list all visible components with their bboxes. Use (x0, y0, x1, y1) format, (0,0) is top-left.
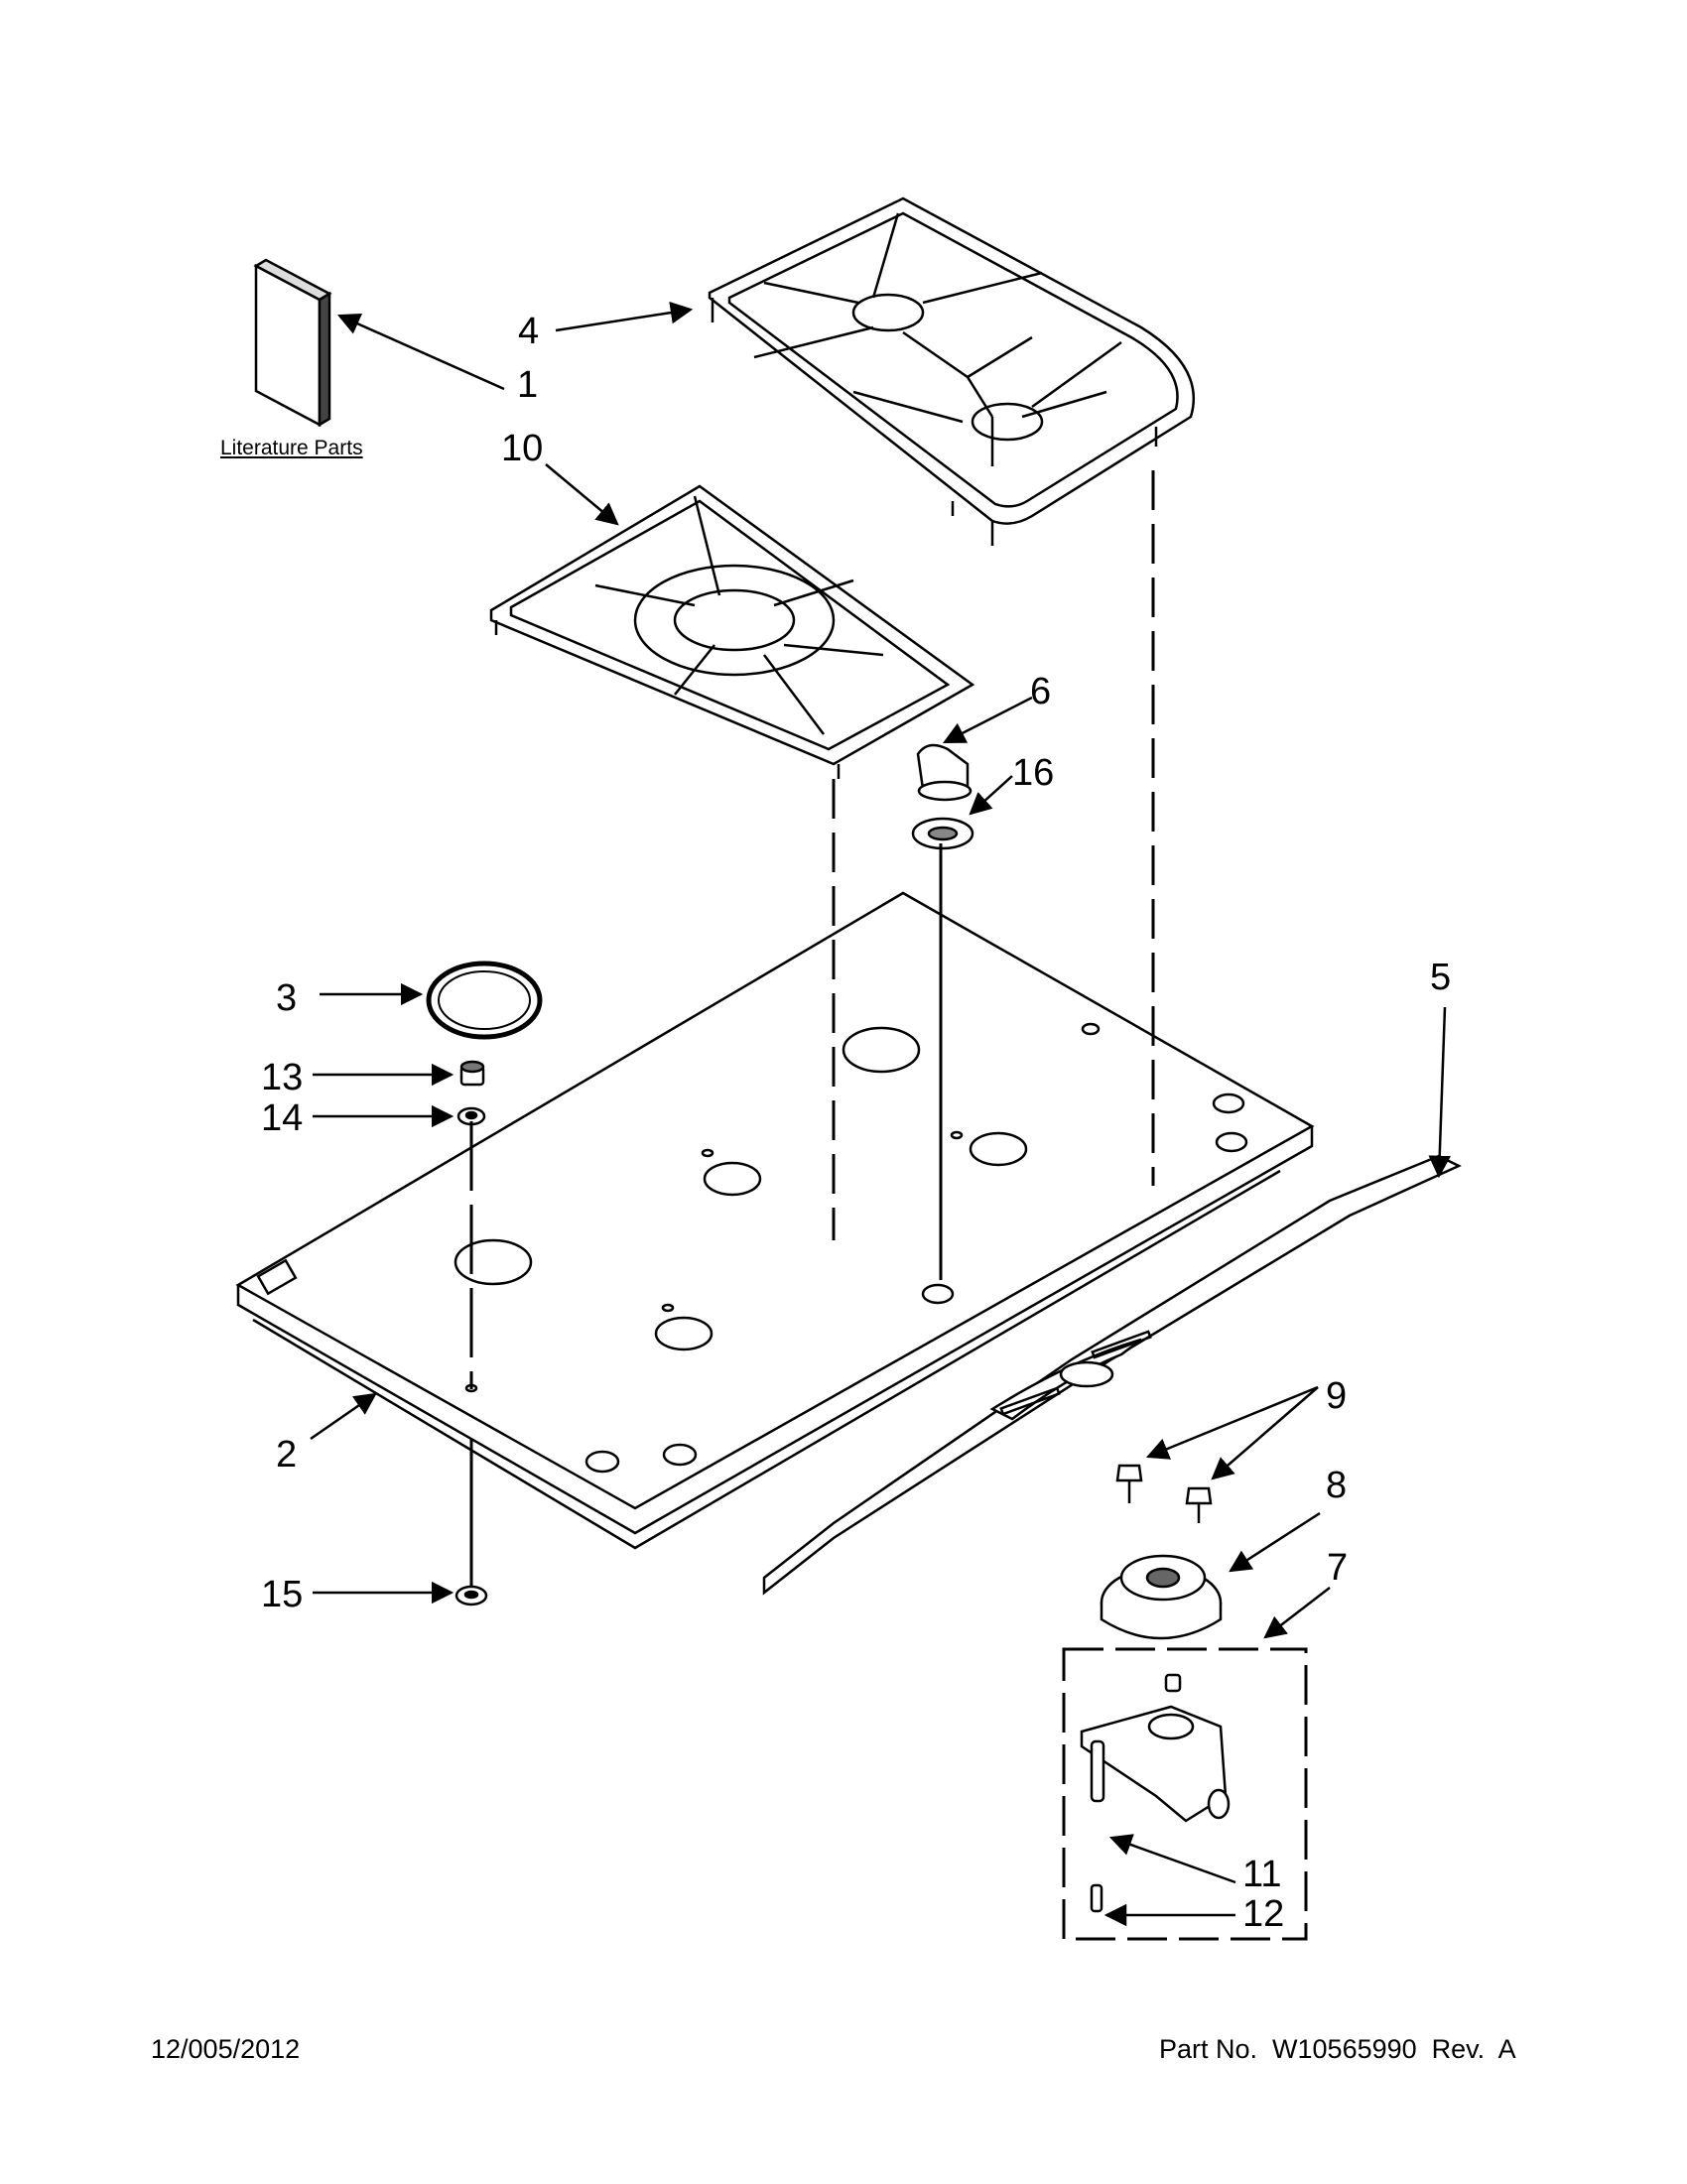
callout-7: 7 (1327, 1547, 1349, 1589)
callout-5: 5 (1430, 957, 1452, 998)
callout-3: 3 (276, 977, 298, 1019)
screw-left (1115, 1464, 1143, 1503)
callout-9: 9 (1326, 1375, 1348, 1417)
large-grate (708, 196, 1196, 546)
washer-15 (454, 1585, 488, 1606)
callout-6: 6 (1030, 671, 1052, 712)
callout-12: 12 (1242, 1893, 1285, 1935)
small-grate (489, 484, 975, 779)
callout-4: 4 (518, 311, 540, 352)
trim-strip (762, 1154, 1462, 1596)
callout-14: 14 (261, 1097, 304, 1139)
glass-cooktop (235, 891, 1315, 1550)
literature-book (253, 258, 332, 428)
callout-1: 1 (517, 364, 539, 406)
callout-15: 15 (261, 1574, 304, 1615)
knob-bezel (911, 817, 974, 850)
callout-13: 13 (261, 1057, 304, 1098)
callout-16: 16 (1012, 752, 1055, 794)
footer-date: 12/005/2012 (151, 2034, 301, 2064)
callout-2: 2 (276, 1434, 298, 1476)
valve-body (1080, 1673, 1231, 1913)
callout-8: 8 (1326, 1465, 1348, 1506)
assembly-lines (469, 470, 1155, 1598)
valve-assembly-box (1062, 1647, 1308, 1941)
burner-cap-13 (459, 1060, 485, 1087)
burner-base (1100, 1554, 1223, 1640)
literature-parts-label: Literature Parts (220, 437, 363, 459)
leader-arrows (310, 301, 1451, 1927)
callout-11: 11 (1242, 1854, 1282, 1895)
ring (426, 961, 543, 1040)
callout-10: 10 (501, 428, 544, 469)
control-knob (916, 743, 973, 802)
screw-right (1185, 1486, 1213, 1523)
footer-part-number: Part No. W10565990 Rev. A (1159, 2034, 1516, 2064)
